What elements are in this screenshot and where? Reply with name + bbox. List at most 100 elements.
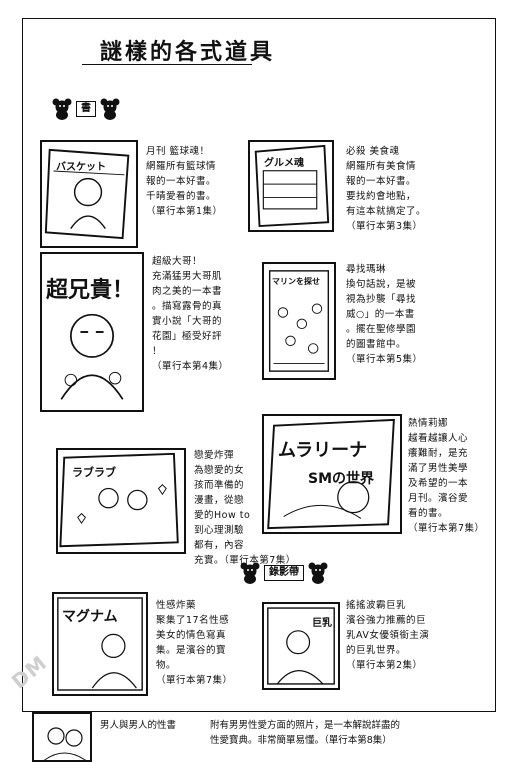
caption-title: 戀愛炸彈 [194, 450, 235, 461]
footer-title: 男人與男人的性書 [100, 720, 177, 731]
cover-title: 超兄貴！ [46, 278, 135, 303]
caption-title: 尋找瑪琳 [346, 264, 387, 275]
caption-title: 必殺 美食魂 [346, 146, 400, 157]
caption-line: 換句話說，是被 [346, 279, 417, 290]
book-cover-basketball: バスケット [40, 140, 138, 248]
title-underline [82, 64, 252, 65]
item-caption-gourmet: 必殺 美食魂 網羅所有美食情 報的一本好書。 要找約會地點， 有這本就搞定了。 … [346, 144, 426, 234]
caption-line: 的圖書館中。 [346, 339, 407, 350]
footer-description-line2: 性愛寶典。非常簡單易懂。（單行本第8集） [210, 735, 392, 746]
item-caption-magnum: 性感炸藥 聚集了17名性感 美女的情色寫真 集。是濱谷的寶 物。 （單行本第7集… [156, 598, 233, 688]
caption-title: 超級大哥！ [152, 256, 203, 267]
bear-icon [100, 98, 120, 120]
item-caption-marin: 尋找瑪琳 換句話說，是被 視為抄襲「尋找 威○」的一本書 。擺在聖修學園 的圖書… [346, 262, 423, 367]
caption-title: 月刊 籃球魂！ [146, 146, 210, 157]
cover-illustration [254, 144, 330, 228]
video-section-tag: 錄影帶 [264, 565, 304, 581]
caption-line: 的巨乳世界。 [346, 645, 407, 656]
caption-line: 乳AV女優領銜主演 [346, 630, 430, 641]
caption-title: 熱情莉娜 [408, 418, 449, 429]
volume-note: （單行本第3集） [346, 221, 423, 232]
caption-line: 花園」極受好評 [152, 331, 223, 342]
book-cover-super-aniki: 超兄貴！ [40, 252, 144, 412]
caption-line: 都有，內容 [194, 540, 245, 551]
page-title: 謎樣的各式道具 [100, 40, 276, 65]
bear-icon [52, 98, 72, 120]
volume-note: （單行本第7集） [408, 523, 485, 534]
footer-description-line1: 附有男男性愛方面的照片，是一本解說詳盡的 [210, 720, 401, 731]
video-cover-big-breasts: 巨乳 [262, 602, 340, 690]
footer-book-thumbnail [32, 712, 92, 762]
caption-line: 。擺在聖修學園 [346, 324, 417, 335]
volume-note: 充實。（單行本第7集） [194, 555, 296, 566]
caption-line: 網羅所有籃球情 [146, 161, 217, 172]
caption-line: 滿了男性美學 [408, 463, 469, 474]
bear-icon [308, 562, 328, 584]
caption-line: 威○」的一本書 [346, 309, 415, 320]
volume-note: （單行本第5集） [346, 354, 423, 365]
cover-illustration [44, 148, 130, 240]
volume-note: （單行本第2集） [346, 660, 423, 671]
caption-line: 。描寫露骨的真 [152, 301, 223, 312]
cover-title: ムラリーナ [278, 440, 368, 461]
caption-line: 實小說「大哥的 [152, 316, 223, 327]
caption-line: 肉之美的一本書 [152, 286, 223, 297]
video-cover-magnum: マグナム [52, 592, 148, 696]
cover-title: マリンを探せ [272, 277, 320, 286]
caption-line: 視為抄襲「尋找 [346, 294, 417, 305]
item-caption-murarina: 熱情莉娜 越看越讓人心 癢難耐，是充 滿了男性美學 及希望的一本 月刊。濱谷愛 … [408, 416, 485, 536]
books-section-badge: 書 [52, 98, 120, 120]
book-cover-marin: マリンを探せ [262, 262, 336, 380]
cover-illustration [268, 270, 330, 372]
books-section-tag: 書 [76, 101, 96, 117]
caption-line: 孩而準備的 [194, 480, 245, 491]
caption-line: ！ [152, 346, 163, 357]
cover-illustration [57, 597, 143, 691]
cover-subtitle: SMの世界 [308, 471, 375, 487]
caption-line: 濱谷強力推薦的巨 [346, 615, 427, 626]
caption-line: 月刊。濱谷愛 [408, 493, 469, 504]
book-cover-murarina: ムラリーナ SMの世界 [262, 414, 402, 534]
caption-line: 有這本就搞定了。 [346, 206, 427, 217]
cover-title: マグナム [62, 609, 118, 625]
caption-line: 物。 [156, 660, 177, 671]
cover-illustration [267, 607, 335, 685]
caption-line: 報的一本好書。 [346, 176, 417, 187]
cover-title: 巨乳 [312, 618, 332, 629]
caption-line: 要找約會地點， [346, 191, 417, 202]
book-cover-gourmet: グルメ魂 [248, 140, 334, 232]
cover-title: ラブラブ [72, 466, 116, 479]
caption-line: 集。是濱谷的寶 [156, 645, 227, 656]
cover-illustration [60, 313, 124, 400]
item-caption-super-aniki: 超級大哥！ 充滿猛男大哥肌 肉之美的一本書 。描寫露骨的真 實小說「大哥的 花園… [152, 254, 229, 374]
volume-note: （單行本第7集） [156, 675, 233, 686]
item-caption-basketball: 月刊 籃球魂！ 網羅所有籃球情 報的一本好書。 千晴愛看的書。 （單行本第1集） [146, 144, 223, 219]
caption-line: 看的書。 [408, 508, 449, 519]
volume-note: （單行本第1集） [146, 206, 223, 217]
caption-line: 越看越讓人心 [408, 433, 469, 444]
caption-line: 報的一本好書。 [146, 176, 217, 187]
caption-title: 搖搖波霸巨乳 [346, 600, 407, 611]
cover-title: バスケット [56, 162, 106, 173]
caption-line: 愛的How to [194, 510, 251, 521]
caption-line: 美女的情色寫真 [156, 630, 227, 641]
cover-title: グルメ魂 [264, 158, 304, 169]
caption-line: 到心理測驗 [194, 525, 245, 536]
caption-line: 漫畫，從戀 [194, 495, 245, 506]
caption-line: 網羅所有美食情 [346, 161, 417, 172]
video-section-badge: 錄影帶 [240, 562, 328, 584]
caption-line: 為戀愛的女 [194, 465, 245, 476]
volume-note: （單行本第4集） [152, 361, 229, 372]
cover-illustration [267, 418, 395, 530]
caption-line: 癢難耐，是充 [408, 448, 469, 459]
caption-line: 充滿猛男大哥肌 [152, 271, 223, 282]
item-caption-big-breasts: 搖搖波霸巨乳 濱谷強力推薦的巨 乳AV女優領銜主演 的巨乳世界。 （單行本第2集… [346, 598, 429, 673]
caption-line: 千晴愛看的書。 [146, 191, 217, 202]
cover-illustration [59, 452, 179, 548]
item-caption-love-bomb: 戀愛炸彈 為戀愛的女 孩而準備的 漫畫，從戀 愛的How to 到心理測驗 都有… [194, 448, 296, 568]
cover-illustration [43, 727, 86, 760]
caption-title: 性感炸藥 [156, 600, 197, 611]
caption-line: 及希望的一本 [408, 478, 469, 489]
caption-line: 聚集了17名性感 [156, 615, 230, 626]
bear-icon [240, 562, 260, 584]
